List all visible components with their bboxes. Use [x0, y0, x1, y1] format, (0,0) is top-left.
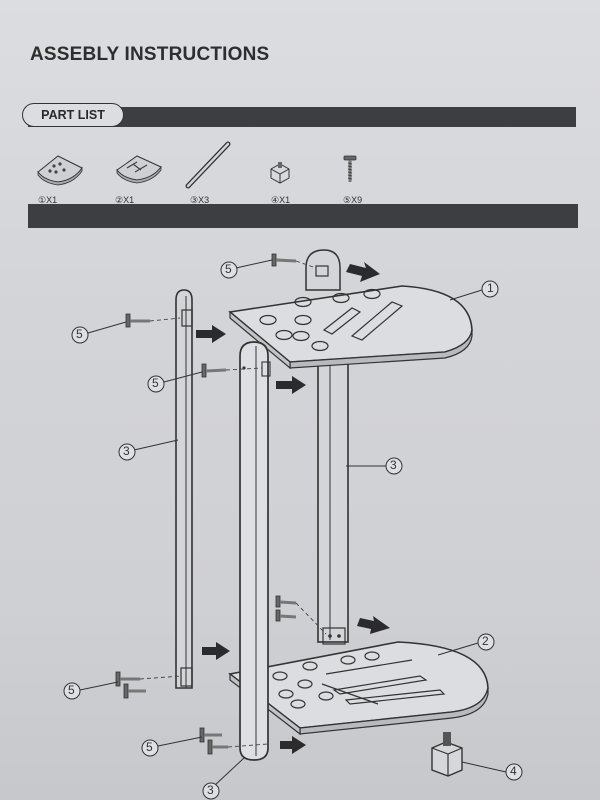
callout-bottom-shelf: 2	[482, 634, 489, 648]
callout-post-right: 3	[390, 458, 397, 472]
callout-screw-left-lower: 5	[68, 683, 75, 697]
foot-pad	[431, 732, 463, 777]
part-qty-3: ③X3	[190, 195, 210, 205]
callout-foot: 4	[510, 764, 517, 778]
part-list-header-bar	[28, 107, 576, 127]
page-title: ASSEBLY INSTRUCTIONS	[30, 44, 270, 65]
callout-screw-front-upper: 5	[152, 376, 159, 390]
screw-icon	[343, 155, 357, 182]
callout-screw-left-upper: 5	[76, 327, 83, 341]
callout-post-front: 3	[207, 783, 214, 797]
rear-post-right	[305, 249, 349, 645]
guide-lines	[139, 260, 327, 748]
part-qty-4: ④X1	[271, 195, 291, 205]
top-shelf	[228, 285, 473, 370]
top-shelf-icon	[37, 155, 83, 186]
callout-circles	[63, 261, 523, 800]
foot-pad-icon	[270, 162, 290, 184]
screw-group	[115, 253, 297, 755]
callout-screw-front-lower: 5	[146, 740, 153, 754]
callout-post-left: 3	[123, 444, 130, 458]
callout-top-shelf: 1	[487, 281, 494, 295]
front-post	[239, 341, 271, 761]
part-qty-1: ①X1	[38, 195, 58, 205]
leader-lines	[79, 259, 507, 787]
direction-arrows	[196, 262, 390, 754]
part-qty-5: ⑤X9	[343, 195, 363, 205]
part-list-label: PART LIST	[22, 103, 124, 127]
bottom-shelf-icon	[116, 155, 162, 184]
rod-icon	[185, 141, 231, 189]
section-divider-bar	[28, 204, 578, 228]
rear-post-left	[175, 289, 193, 689]
part-qty-2: ②X1	[115, 195, 135, 205]
callout-screw-top: 5	[225, 262, 232, 276]
